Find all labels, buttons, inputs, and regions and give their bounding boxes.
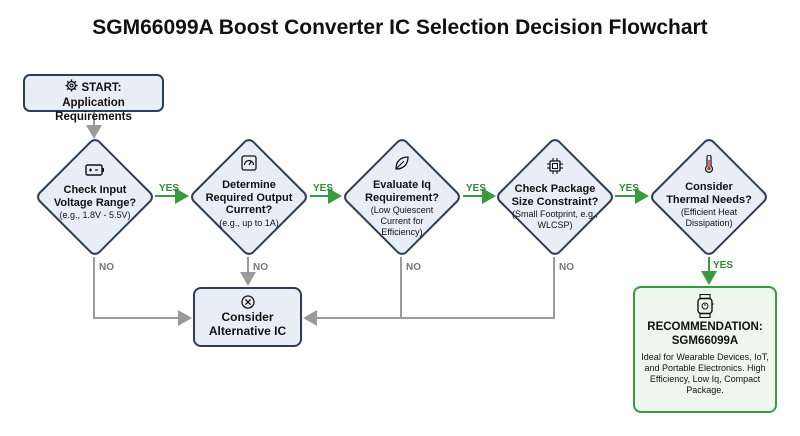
no-label-4: NO	[559, 262, 574, 273]
x-circle-icon	[195, 295, 300, 310]
decision-title-2: Determine Required Output Current?	[205, 179, 293, 216]
start-box: START: Application Requirements	[23, 74, 164, 123]
decision-subtitle-3: (Low Quiescent Current for Efficiency)	[370, 205, 434, 237]
start-sublabel: Application Requirements	[55, 97, 132, 123]
smartwatch-icon	[635, 293, 775, 320]
no-path-4	[401, 257, 555, 319]
decision-diamond-2	[191, 139, 307, 255]
yes-label-2: YES	[313, 183, 334, 194]
yes-label-3: YES	[466, 183, 487, 194]
no-path-1	[93, 257, 192, 326]
decision-diamond-3	[344, 139, 460, 255]
page-title: SGM66099A Boost Converter IC Selection D…	[92, 16, 708, 39]
no-path-3	[303, 257, 402, 326]
no-label-3: NO	[406, 262, 421, 273]
decision-diamond-4	[497, 139, 613, 255]
decision-text-5: Consider Thermal Needs? (Efficient Heat …	[664, 154, 754, 229]
decision-title-4: Check Package Size Constraint?	[511, 183, 599, 208]
yes-label-1: YES	[159, 183, 180, 194]
decision-text-3: Evaluate Iq Requirement? (Low Quiescent …	[352, 155, 452, 238]
decision-diamond-5	[651, 139, 767, 255]
decision-subtitle-4: (Small Footprint, e.g., WLCSP)	[511, 209, 599, 230]
chip-icon	[546, 157, 564, 180]
recommendation-description: Ideal for Wearable Devices, IoT, and Por…	[641, 352, 769, 395]
start-label: START:	[81, 81, 122, 94]
decision-text-1: Check Input Voltage Range? (e.g., 1.8V -…	[43, 163, 147, 221]
no-label-1: NO	[99, 262, 114, 273]
alternative-ic-box: Consider Alternative IC	[193, 287, 302, 347]
decision-text-4: Check Package Size Constraint? (Small Fo…	[505, 157, 605, 231]
alternative-line1: Consider	[221, 310, 274, 324]
gauge-icon	[241, 155, 257, 176]
recommendation-title: RECOMMENDATION:	[647, 321, 763, 333]
yes-label-5: YES	[713, 260, 734, 271]
recommendation-box: RECOMMENDATION: SGM66099A Ideal for Wear…	[633, 286, 777, 413]
gear-icon	[65, 79, 79, 96]
alternative-line2: Alternative IC	[208, 324, 287, 338]
decision-title-1: Check Input Voltage Range?	[53, 184, 137, 209]
yes-label-4: YES	[619, 183, 640, 194]
decision-title-5: Consider Thermal Needs?	[666, 181, 752, 206]
recommendation-product: SGM66099A	[671, 335, 739, 347]
decision-text-2: Determine Required Output Current? (e.g.…	[199, 155, 299, 229]
battery-icon	[85, 163, 105, 181]
decision-subtitle-1: (e.g., 1.8V - 5.5V)	[59, 210, 131, 220]
decision-title-3: Evaluate Iq Requirement?	[365, 179, 439, 204]
decision-subtitle-2: (e.g., up to 1A)	[219, 217, 279, 228]
decision-subtitle-5: (Efficient Heat Dissipation)	[680, 207, 738, 228]
decision-diamond-1	[37, 139, 153, 255]
leaf-icon	[394, 155, 410, 176]
thermometer-icon	[703, 154, 715, 178]
no-label-2: NO	[253, 262, 268, 273]
